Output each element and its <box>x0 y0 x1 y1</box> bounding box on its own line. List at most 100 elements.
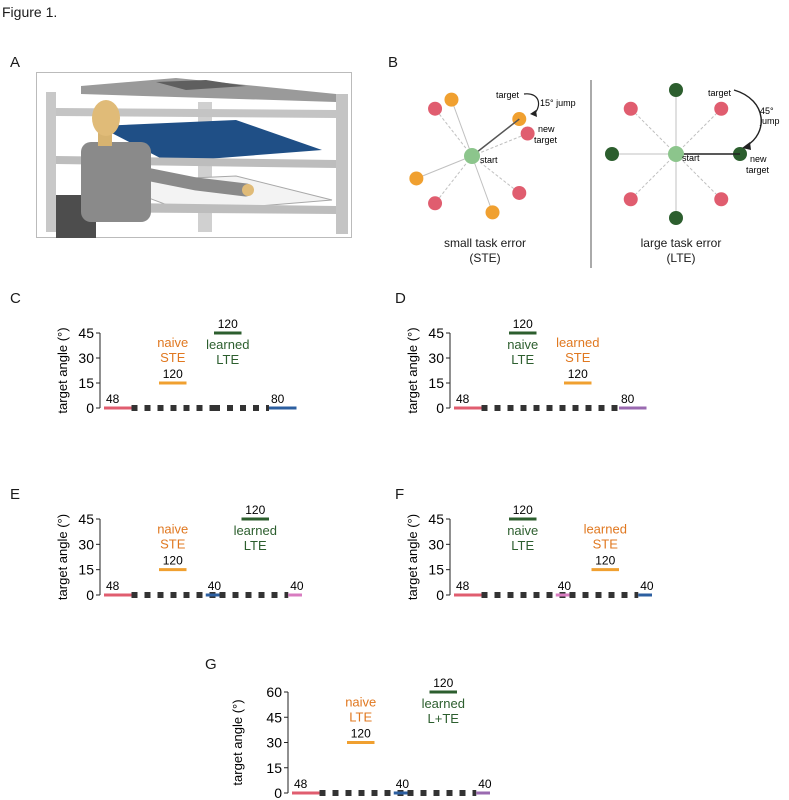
spoke-line <box>451 99 473 157</box>
block-count: 120 <box>163 367 183 381</box>
spoke-line <box>471 155 493 213</box>
spoke-line <box>675 153 722 200</box>
jump-label-angle: 45° <box>760 106 774 116</box>
jump-label: 15° jump <box>540 98 576 108</box>
new-target-label-2: target <box>534 135 558 145</box>
condition-label: LTE <box>511 538 534 553</box>
y-tick-label: 15 <box>78 562 94 578</box>
start-dot <box>668 146 684 162</box>
block-count: 40 <box>396 777 410 791</box>
y-tick-label: 15 <box>428 375 444 391</box>
target-dot-red <box>714 192 729 207</box>
condition-label: STE <box>565 350 591 365</box>
y-tick-label: 45 <box>78 325 94 341</box>
y-tick-label: 30 <box>428 536 444 552</box>
block-count: 40 <box>478 777 492 791</box>
y-tick-label: 0 <box>86 587 94 603</box>
target-dot-orange <box>444 92 459 107</box>
spoke-line <box>434 108 473 157</box>
condition-label: LTE <box>511 352 534 367</box>
target-dot-red <box>520 126 535 141</box>
jump-arrowhead <box>742 142 751 150</box>
block-count: 40 <box>640 579 654 593</box>
jump-arrow <box>733 89 762 147</box>
reach-path <box>471 118 520 157</box>
panel-label-c: C <box>10 290 21 307</box>
start-label: start <box>682 153 700 163</box>
jump-label: jump <box>759 116 780 126</box>
block-count: 80 <box>621 392 635 406</box>
panel-label-e: E <box>10 486 21 503</box>
target-dot-orange <box>485 205 500 220</box>
y-axis-label: target angle (°) <box>405 327 420 413</box>
figure-title: Figure 1. <box>2 4 58 20</box>
spoke-line <box>630 108 677 155</box>
block-count: 120 <box>218 317 238 331</box>
spoke-line <box>630 153 677 200</box>
panel-label-g: G <box>205 656 217 673</box>
y-axis-label: target angle (°) <box>55 514 70 600</box>
block-count: 48 <box>456 579 470 593</box>
condition-label: learned <box>422 696 465 711</box>
block-count: 120 <box>433 676 453 690</box>
y-axis-label: target angle (°) <box>405 514 420 600</box>
condition-label: LTE <box>216 352 239 367</box>
chart-c: target angle (°)015304548120naiveSTE120l… <box>55 317 297 416</box>
condition-label: learned <box>584 522 627 537</box>
block-count: 120 <box>513 317 533 331</box>
condition-label: LTE <box>244 538 267 553</box>
ste-caption-line2: (STE) <box>469 251 501 265</box>
block-count: 40 <box>558 579 572 593</box>
lte-caption-line1: large task error <box>640 236 722 250</box>
block-count: 120 <box>351 727 371 741</box>
panel-label-b: B <box>388 54 399 71</box>
condition-label: naive <box>507 523 538 538</box>
panel-label-d: D <box>395 290 406 307</box>
y-tick-label: 60 <box>266 684 282 700</box>
y-tick-label: 0 <box>436 400 444 416</box>
y-tick-label: 45 <box>266 709 282 725</box>
y-tick-label: 30 <box>266 735 282 751</box>
target-dot-red <box>512 185 527 200</box>
y-axis-label: target angle (°) <box>55 327 70 413</box>
target-dot-red <box>623 192 638 207</box>
block-count: 48 <box>456 392 470 406</box>
y-axis-label: target angle (°) <box>230 699 245 785</box>
block-count: 120 <box>568 367 588 381</box>
condition-label: learned <box>234 523 277 538</box>
block-count: 48 <box>106 579 120 593</box>
target-dot-red <box>428 101 443 116</box>
new-target-label-2: target <box>746 165 770 175</box>
block-count: 120 <box>513 503 533 517</box>
condition-label: naive <box>507 337 538 352</box>
panel-label-f: F <box>395 486 405 503</box>
spoke-line <box>675 108 722 155</box>
condition-label: STE <box>593 537 619 552</box>
target-dot-green <box>605 147 619 161</box>
experimental-rig-illustration <box>36 72 352 238</box>
jump-arrowhead <box>530 110 537 117</box>
spoke-line <box>471 133 528 157</box>
y-tick-label: 15 <box>266 760 282 776</box>
block-count: 48 <box>106 392 120 406</box>
chart-f: target angle (°)015304548120naiveLTE4012… <box>405 503 654 603</box>
chart-g: target angle (°)01530456048120naiveLTE40… <box>230 676 492 800</box>
condition-label: STE <box>160 537 186 552</box>
lte-caption-line2: (LTE) <box>666 251 696 265</box>
chart-e: target angle (°)015304548120naiveSTE4012… <box>55 503 304 603</box>
y-tick-label: 0 <box>436 587 444 603</box>
condition-label: naive <box>345 695 376 710</box>
target-dot-green <box>669 211 683 225</box>
condition-label: learned <box>556 335 599 350</box>
y-tick-label: 30 <box>78 536 94 552</box>
start-label: start <box>480 155 498 165</box>
block-count: 48 <box>294 777 308 791</box>
y-tick-label: 0 <box>86 400 94 416</box>
y-tick-label: 45 <box>428 325 444 341</box>
jump-arrow <box>523 93 540 115</box>
condition-label: LTE <box>349 710 372 725</box>
ste-caption: small task error (STE) <box>420 236 550 266</box>
condition-label: naive <box>157 335 188 350</box>
target-dot-red <box>623 101 638 116</box>
